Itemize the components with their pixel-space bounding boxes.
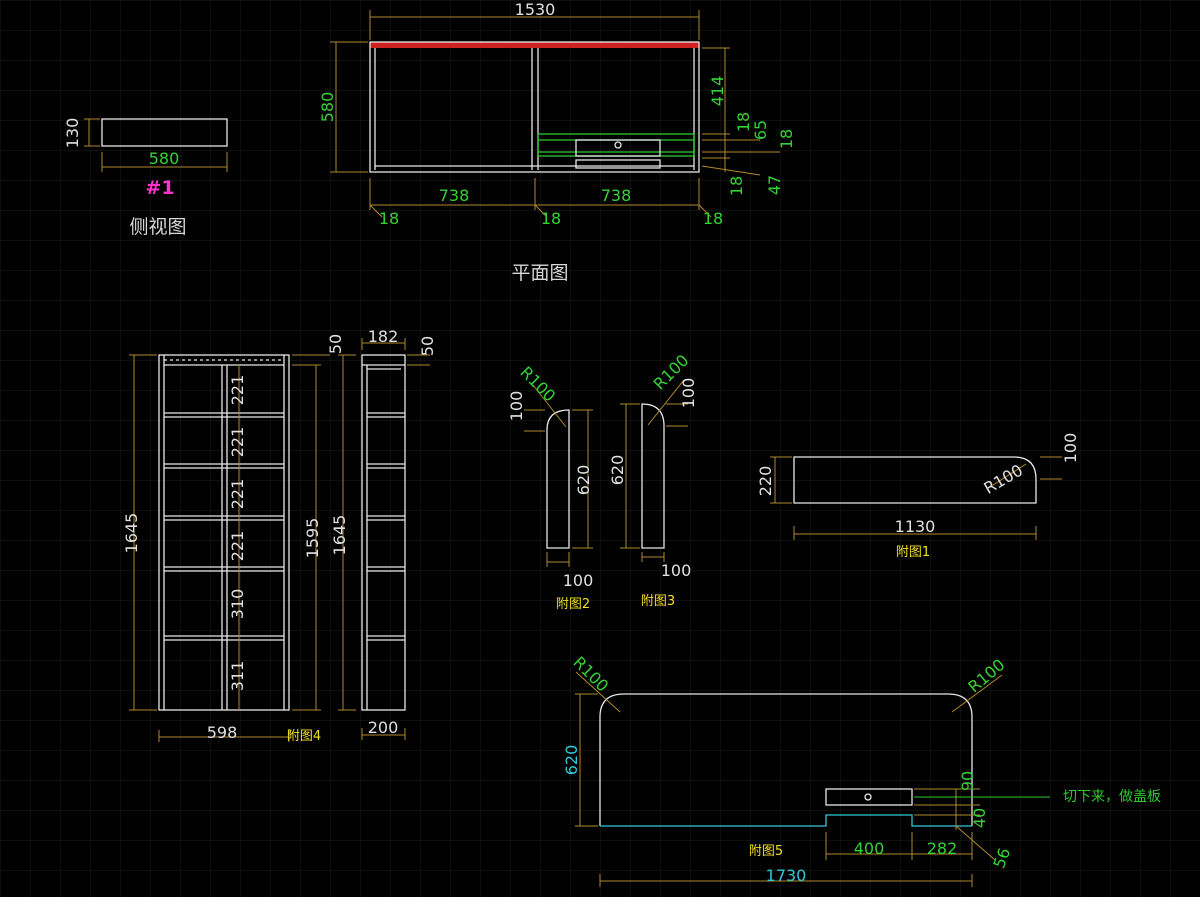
fig5-total-width-dim: 1730 bbox=[766, 866, 807, 885]
plan-drawer-unit bbox=[537, 133, 695, 169]
fig4-side-top-dim: 182 bbox=[368, 327, 399, 346]
plan-panel-right-dim: 18 bbox=[703, 209, 723, 228]
plan-panel-mid-dim: 18 bbox=[541, 209, 561, 228]
plan-outline bbox=[369, 41, 700, 173]
fig3-label: 附图3 bbox=[641, 594, 675, 609]
fig4-top-right-dim: 50 bbox=[418, 336, 437, 356]
fig4-side-outline bbox=[361, 354, 406, 711]
plan-view-title: 平面图 bbox=[511, 262, 568, 284]
fig5-bottom-edge bbox=[600, 814, 972, 827]
fig4-shelf-4: 221 bbox=[228, 531, 247, 562]
plan-top-edge bbox=[370, 42, 699, 48]
fig2-top-dim: 100 bbox=[507, 391, 526, 422]
fig4-side-height-dim: 1645 bbox=[330, 515, 349, 556]
fig5: R100 R100 620 90 40 56 切下来，做盖板 400 282 附… bbox=[562, 653, 1161, 887]
fig2-label: 附图2 bbox=[556, 597, 590, 612]
side-view-marker: #1 bbox=[145, 177, 174, 199]
plan-total-width-dim: 1530 bbox=[515, 0, 556, 19]
fig4-shelf-1: 221 bbox=[228, 375, 247, 406]
plan-dim-18c: 18 bbox=[727, 176, 746, 196]
fig5-note: 切下来，做盖板 bbox=[1063, 789, 1161, 805]
plan-view: 1530 580 414 18 65 18 18 bbox=[318, 0, 796, 284]
fig1-outline bbox=[793, 456, 1037, 504]
fig5-cut-piece bbox=[825, 788, 913, 806]
side-view-outline bbox=[101, 118, 228, 147]
plan-right-bay-dim: 738 bbox=[601, 186, 632, 205]
fig4-inner-height-dim: 1595 bbox=[303, 518, 322, 559]
plan-right-upper-dim: 414 bbox=[708, 76, 727, 107]
fig4-shelf-3: 221 bbox=[228, 479, 247, 510]
fig1-corner-dim: 100 bbox=[1061, 433, 1080, 464]
side-view-height-dim: 130 bbox=[63, 118, 82, 149]
side-view: 130 580 #1 侧视图 bbox=[63, 118, 228, 238]
plan-dim-18a: 18 bbox=[734, 112, 753, 132]
fig5-cut-width-dim: 400 bbox=[854, 839, 885, 858]
fig2-width-dim: 100 bbox=[563, 571, 594, 590]
fig4-shelf-2: 221 bbox=[228, 427, 247, 458]
fig4-shelf-6: 311 bbox=[228, 661, 247, 692]
fig3-height-dim: 620 bbox=[608, 455, 627, 486]
fig4-front: 1645 1595 1645 50 221 221 221 221 310 31… bbox=[122, 334, 356, 744]
fig4-top-left-dim: 50 bbox=[326, 334, 345, 354]
fig4-side-width-dim: 200 bbox=[368, 718, 399, 737]
fig2-height-dim: 620 bbox=[574, 465, 593, 496]
plan-dim-18b: 18 bbox=[777, 129, 796, 149]
fig5-right-offset-dim: 282 bbox=[927, 839, 958, 858]
fig4-height-dim: 1645 bbox=[122, 513, 141, 554]
plan-dim-47: 47 bbox=[765, 175, 784, 195]
fig5-outline bbox=[599, 693, 973, 826]
fig3-width-dim: 100 bbox=[661, 561, 692, 580]
fig2-outline bbox=[546, 409, 570, 549]
fig4-side: 182 50 200 bbox=[361, 327, 437, 740]
fig5-dim-90: 90 bbox=[958, 771, 977, 791]
plan-panel-left-dim: 18 bbox=[379, 209, 399, 228]
plan-dim-65: 65 bbox=[751, 120, 770, 140]
fig3-top-dim: 100 bbox=[679, 378, 698, 409]
fig4-width-dim: 598 bbox=[207, 723, 238, 742]
fig4-front-outline bbox=[158, 354, 290, 711]
fig4-shelf-5: 310 bbox=[228, 589, 247, 620]
fig1-height-dim: 220 bbox=[756, 466, 775, 497]
plan-left-bay-dim: 738 bbox=[439, 186, 470, 205]
side-view-title: 侧视图 bbox=[129, 216, 186, 238]
fig1-label: 附图1 bbox=[896, 545, 930, 560]
fig4-label: 附图4 bbox=[287, 729, 321, 744]
fig5-dim-40: 40 bbox=[970, 808, 989, 828]
fig3: R100 100 620 100 附图3 bbox=[608, 351, 698, 609]
fig5-label: 附图5 bbox=[749, 844, 783, 859]
fig5-height-dim: 620 bbox=[562, 745, 581, 776]
side-view-width-dim: 580 bbox=[149, 149, 180, 168]
fig1-width-dim: 1130 bbox=[895, 517, 936, 536]
plan-depth-dim: 580 bbox=[318, 92, 337, 123]
